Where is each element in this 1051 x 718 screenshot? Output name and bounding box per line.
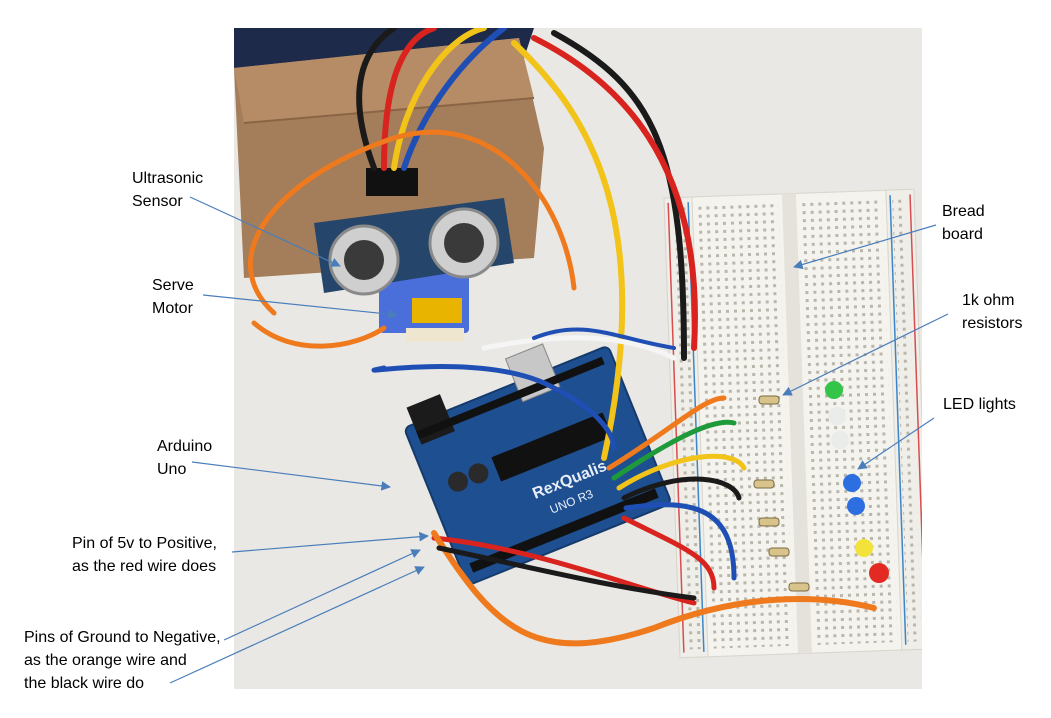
label-ground-pins: Pins of Ground to Negative, as the orang… [24, 629, 221, 692]
arrow-pin5v [231, 531, 429, 553]
arrow-servo [202, 294, 398, 319]
label-arduino-uno: Arduino Uno [157, 438, 213, 478]
arduino-board: RexQualis UNO R3 [404, 343, 671, 585]
arrow-breadboard [793, 224, 937, 270]
led-lights [825, 381, 889, 583]
arrow-ultrasonic [189, 196, 341, 267]
arrow-resistors [782, 313, 949, 396]
label-servo-motor: Serve Motor [152, 277, 194, 317]
label-5v-pin: Pin of 5v to Positive, as the red wire d… [72, 535, 217, 575]
arrow-arduino [191, 461, 391, 491]
resistors [753, 395, 810, 592]
arrow-ground-2 [169, 566, 425, 684]
servo-motor [379, 268, 469, 342]
label-ultrasonic-sensor: Ultrasonic Sensor [132, 170, 204, 210]
arrow-ground-1 [223, 549, 421, 641]
arrow-leds [857, 417, 935, 470]
wires [247, 28, 877, 647]
circuit-photo: RexQualis UNO R3 [234, 28, 922, 689]
ultrasonic-sensor [314, 168, 514, 296]
label-breadboard: Bread board [942, 203, 985, 243]
label-resistors: 1k ohm resistors [962, 292, 1023, 332]
label-led-lights: LED lights [943, 396, 1016, 413]
